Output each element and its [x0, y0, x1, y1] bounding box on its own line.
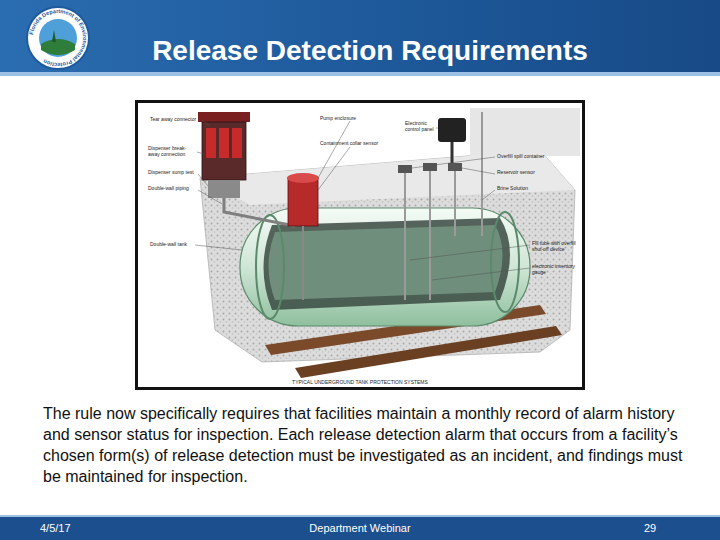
- part-label: Overfill spill container: [497, 153, 577, 159]
- part-label: Dispenser sump test: [148, 169, 203, 175]
- part-label: Dispenser break-away connection: [148, 145, 196, 157]
- logo-tree: [52, 30, 56, 42]
- footer-date: 4/5/17: [40, 522, 120, 535]
- pump-enclosure: [288, 178, 318, 226]
- gauge-probe: [429, 168, 431, 300]
- deadman-beam: [295, 326, 562, 378]
- figure-caption: TYPICAL UNDERGROUND TANK PROTECTION SYST…: [240, 379, 480, 385]
- nozzle: [232, 128, 242, 158]
- picture-frame: [137, 102, 584, 389]
- body-text: The rule now specifically requires that …: [43, 403, 683, 487]
- manway: [448, 163, 462, 171]
- part-label: Electronic control panel: [405, 120, 435, 132]
- part-label: Containment collar sensor: [320, 140, 380, 146]
- part-label: Tear away connector: [150, 116, 205, 122]
- part-label: Fill tube with overfill shut-off device: [532, 240, 580, 252]
- double-wall-piping: [224, 198, 295, 226]
- control-panel: [438, 118, 466, 142]
- part-label: Pump enclosure: [320, 115, 380, 121]
- dispenser-top: [198, 112, 250, 122]
- spill-container: [398, 165, 412, 173]
- part-label: electronic inventory gauge: [532, 263, 580, 275]
- fill-tube: [404, 170, 406, 300]
- logo-disc: [39, 19, 77, 57]
- double-wall-tank: [240, 208, 530, 326]
- page-number: 29: [620, 522, 680, 535]
- footer-title: Department Webinar: [260, 522, 460, 535]
- pump-column: [302, 226, 304, 300]
- header-band: [0, 0, 720, 72]
- tank-cutaway: [264, 218, 511, 310]
- vent-pipe: [481, 112, 483, 236]
- part-label: Reservoir sensor: [497, 169, 577, 175]
- building-wall: [470, 108, 580, 156]
- dispenser-sump: [208, 180, 240, 198]
- nozzle: [219, 128, 229, 158]
- dispenser: [202, 122, 246, 180]
- sensor-probe: [454, 168, 456, 236]
- logo-ring: [27, 7, 89, 69]
- logo-text: Florida Department of Environmental Prot…: [28, 8, 88, 68]
- tank-inner-wall: [269, 225, 503, 300]
- pump-lid: [287, 173, 319, 183]
- gravel-backfill: [200, 150, 575, 362]
- part-label: Double-wall tank: [150, 241, 195, 247]
- slide-title: Release Detection Requirements: [110, 35, 630, 67]
- manway: [423, 163, 437, 171]
- header-rule: [0, 72, 720, 76]
- part-label: Brine Solution: [497, 185, 577, 191]
- tank-rib: [256, 215, 284, 319]
- leader-lines: [195, 120, 530, 280]
- footer-rule: [0, 515, 720, 517]
- logo-land: [41, 39, 75, 55]
- nozzle: [206, 128, 216, 158]
- part-label: Double-wall piping: [148, 185, 203, 191]
- tank-rib: [491, 212, 519, 312]
- footer-band: [0, 517, 720, 540]
